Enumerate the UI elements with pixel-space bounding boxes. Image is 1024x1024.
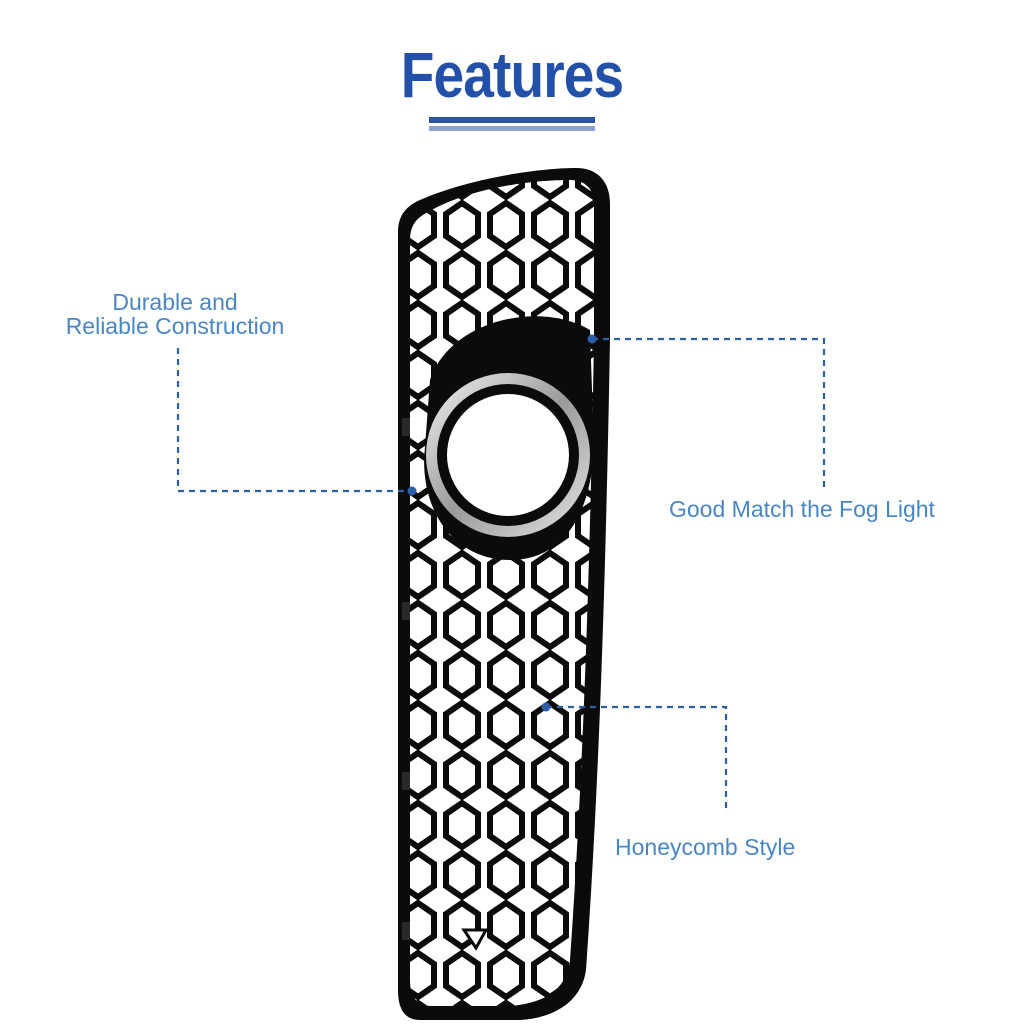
anchor-dot-honeycomb [541,702,551,712]
leader-fog [592,337,826,490]
anchor-dot-fog [587,334,597,344]
mounting-tab [402,602,410,620]
mounting-tab [402,922,410,940]
screw-tab [461,928,489,951]
anchor-dot-durable [407,486,417,496]
callout-durable-construction: Durable and Reliable Construction [40,290,310,338]
mounting-tab [402,772,410,790]
fog-light-opening [447,394,569,516]
title-underline [429,117,595,134]
mounting-tab [402,418,410,436]
features-title: Features [400,39,624,111]
honeycomb-mesh [410,180,594,1006]
fog-light-grille [398,168,610,1020]
callout-honeycomb-style: Honeycomb Style [615,834,796,860]
callout-durable-line1: Durable and [112,289,238,315]
callout-durable-line2: Reliable Construction [65,313,285,339]
callout-fog-light-match: Good Match the Fog Light [669,496,935,522]
leader-honeycomb [546,705,728,810]
leader-durable [176,348,412,493]
leader-lines [176,337,826,810]
